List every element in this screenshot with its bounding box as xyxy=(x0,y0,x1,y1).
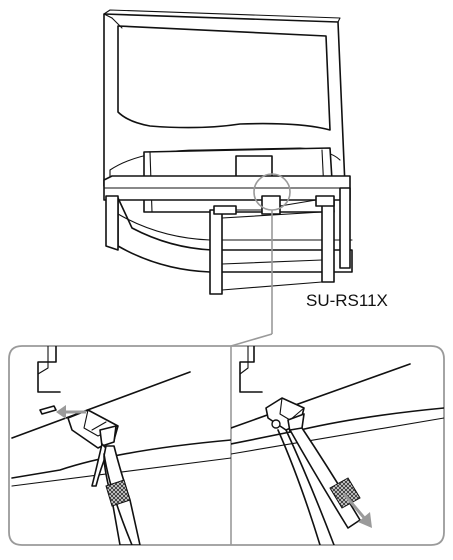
tv-illustration xyxy=(103,9,353,295)
detail-callout-frame xyxy=(8,345,445,546)
detail-panel-pull-strap xyxy=(231,346,444,545)
detail-callout-marker xyxy=(230,173,291,347)
detail-panel-attach-hook xyxy=(11,346,231,545)
arrow-icon xyxy=(342,493,368,521)
model-label: SU-RS11X xyxy=(306,291,388,310)
